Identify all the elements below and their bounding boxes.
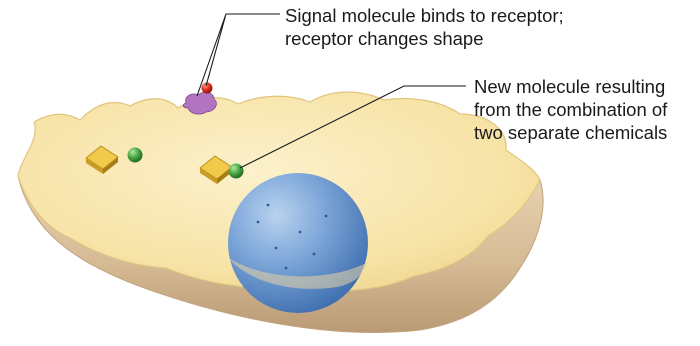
chemical-sphere-right bbox=[229, 164, 244, 179]
new-molecule-label-line1: New molecule resulting bbox=[474, 75, 667, 98]
nucleus bbox=[228, 173, 368, 313]
new-molecule-label: New molecule resulting from the combinat… bbox=[474, 75, 667, 144]
receptor-label-line2: receptor changes shape bbox=[285, 27, 564, 50]
new-molecule-label-line3: two separate chemicals bbox=[474, 121, 667, 144]
receptor-label: Signal molecule binds to receptor; recep… bbox=[285, 4, 564, 50]
receptor-label-line1: Signal molecule binds to receptor; bbox=[285, 4, 564, 27]
new-molecule-label-line2: from the combination of bbox=[474, 98, 667, 121]
chemical-sphere-left bbox=[128, 148, 143, 163]
